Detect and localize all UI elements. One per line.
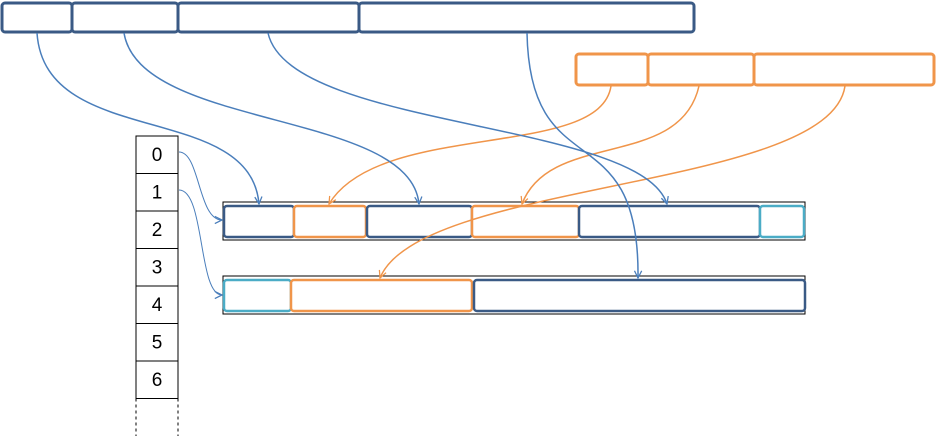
blue-arrow-segment-2: [123, 32, 419, 204]
index-cell-6: [135, 360, 179, 399]
index-1-pointer-arrow: [178, 189, 222, 295]
index-label-5: 5: [152, 333, 163, 354]
row-1-orange-block-2: [470, 204, 581, 239]
index-label-4: 4: [152, 295, 163, 316]
destination-row-1: [222, 201, 806, 241]
orange-source-segment-2: [646, 52, 756, 87]
row-1-blue-block-1: [222, 204, 296, 239]
orange-source-buffer: [574, 52, 936, 87]
index-cell-1: [135, 173, 179, 212]
blue-source-buffer: [0, 1, 696, 34]
row-1-teal-block: [758, 204, 806, 239]
index-table: 0 1 2 3 4 5 6: [135, 135, 179, 436]
index-pointer-arrows: [178, 151, 222, 295]
destination-row-2: [222, 275, 807, 315]
row-1-blue-block-2: [365, 204, 474, 239]
blue-arrow-segment-4: [526, 32, 638, 278]
blue-source-segment-3: [176, 1, 361, 34]
orange-copy-arrows: [329, 85, 846, 278]
row-1-blue-block-3: [577, 204, 762, 239]
index-label-0: 0: [152, 145, 163, 166]
orange-source-segment-3: [752, 52, 936, 87]
row-2-orange-block: [289, 278, 474, 313]
index-label-1: 1: [152, 183, 163, 204]
blue-source-segment-1: [0, 1, 74, 34]
blue-arrow-segment-1: [36, 32, 259, 204]
index-label-3: 3: [152, 258, 163, 279]
index-cell-4: [135, 285, 179, 324]
blue-arrow-segment-3: [267, 32, 667, 204]
orange-arrow-segment-2: [522, 85, 700, 204]
row-2-teal-block: [222, 278, 293, 313]
orange-source-segment-1: [574, 52, 650, 87]
row-1-orange-block-1: [292, 204, 368, 239]
blue-source-segment-4: [357, 1, 696, 34]
orange-arrow-segment-3: [380, 85, 846, 278]
row-2-blue-block: [472, 278, 807, 313]
blue-source-segment-2: [70, 1, 180, 34]
index-label-6: 6: [152, 370, 163, 391]
orange-arrow-segment-1: [329, 85, 612, 204]
index-label-2: 2: [152, 220, 163, 241]
blue-copy-arrows: [36, 32, 667, 278]
index-0-pointer-arrow: [178, 151, 222, 220]
